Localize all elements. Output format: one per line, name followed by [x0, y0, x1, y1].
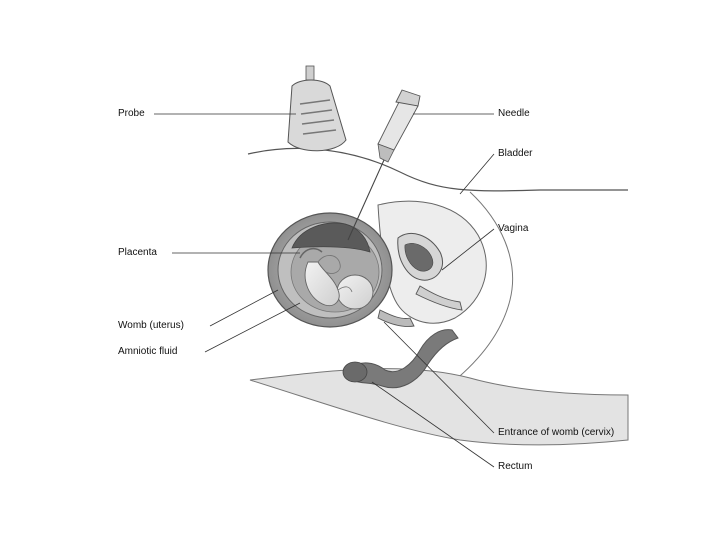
probe-device: [288, 66, 346, 151]
label-vagina: Vagina: [498, 223, 528, 235]
abdomen-outline: [248, 148, 628, 190]
label-womb: Womb (uterus): [118, 320, 184, 332]
label-cervix: Entrance of womb (cervix): [498, 427, 614, 439]
label-bladder: Bladder: [498, 148, 532, 160]
label-probe: Probe: [118, 108, 145, 120]
label-amniotic-fluid: Amniotic fluid: [118, 346, 177, 358]
label-rectum: Rectum: [498, 461, 532, 473]
rectum-bulb: [343, 362, 367, 382]
label-needle: Needle: [498, 108, 530, 120]
label-placenta: Placenta: [118, 247, 157, 259]
